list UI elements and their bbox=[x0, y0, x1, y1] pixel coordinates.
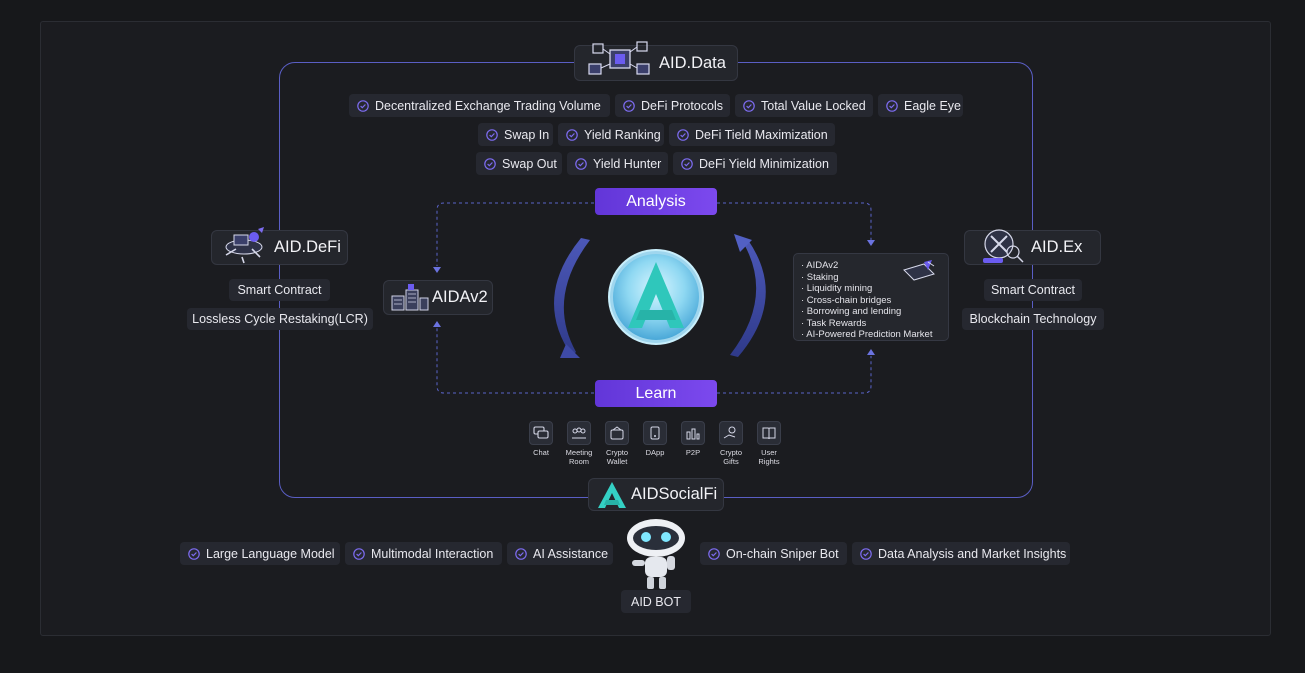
exchange-globe-icon bbox=[983, 229, 1024, 263]
p2p-icon bbox=[686, 428, 700, 440]
wallet-card-icon bbox=[903, 260, 935, 281]
aid-socialfi-label: AIDSocialFi bbox=[631, 485, 718, 503]
data-chip: Eagle Eye bbox=[878, 94, 963, 117]
data-chip: DeFi Tield Maximization bbox=[669, 123, 835, 146]
defi-trader-icon bbox=[225, 227, 264, 264]
bot-chip: Multimodal Interaction bbox=[345, 542, 502, 565]
social-item-crypto-wallet[interactable]: Crypto Wallet bbox=[597, 421, 637, 466]
dapp-icon bbox=[650, 426, 660, 440]
check-circle-icon bbox=[860, 547, 872, 560]
crypto-wallet-icon bbox=[610, 426, 624, 440]
feature-item: · Borrowing and lending bbox=[801, 306, 902, 317]
feature-item: · Liquidity mining bbox=[801, 283, 873, 294]
ex-item: Smart Contract bbox=[984, 279, 1082, 301]
feature-item: · Staking bbox=[801, 271, 839, 283]
check-circle-icon bbox=[484, 157, 496, 170]
aidav2-label: AIDAv2 bbox=[432, 288, 488, 306]
data-chip: Yield Ranking bbox=[558, 123, 664, 146]
aid-defi-node[interactable]: AID.DeFi bbox=[211, 227, 348, 265]
data-chip: Decentralized Exchange Trading Volume bbox=[349, 94, 610, 117]
data-chip: Swap In bbox=[478, 123, 553, 146]
learn-pill[interactable]: Learn bbox=[595, 380, 717, 407]
check-circle-icon bbox=[677, 128, 689, 141]
check-circle-icon bbox=[515, 547, 527, 560]
aid-logo-icon bbox=[598, 482, 626, 508]
data-chip: Total Value Locked bbox=[735, 94, 873, 117]
aid-ex-label: AID.Ex bbox=[1031, 238, 1083, 256]
social-item-user-rights[interactable]: User Rights bbox=[749, 421, 789, 466]
bot-chip: AI Assistance bbox=[507, 542, 613, 565]
aid-data-node[interactable]: AID.Data bbox=[574, 41, 738, 81]
data-chip: Yield Hunter bbox=[567, 152, 668, 175]
check-circle-icon bbox=[566, 128, 578, 141]
aid-ex-node[interactable]: AID.Ex bbox=[964, 229, 1101, 265]
check-circle-icon bbox=[353, 547, 365, 560]
feature-item: · Task Rewards bbox=[801, 317, 867, 329]
aid-data-label: AID.Data bbox=[659, 53, 726, 72]
aidav2-node[interactable]: AIDAv2 bbox=[383, 280, 493, 315]
social-item-chat[interactable]: Chat bbox=[521, 421, 561, 458]
socialfi-features: Chat Meeting Room Crypto Wallet DApp P2P… bbox=[526, 421, 788, 471]
bot-chip: Data Analysis and Market Insights bbox=[852, 542, 1070, 565]
ex-feature-list: · AIDAv2 · Staking · Liquidity mining · … bbox=[793, 253, 949, 341]
check-circle-icon bbox=[743, 99, 755, 112]
aid-bot-label[interactable]: AID BOT bbox=[621, 590, 691, 613]
crypto-gifts-icon bbox=[723, 426, 736, 439]
check-circle-icon bbox=[575, 157, 587, 170]
ex-item: Blockchain Technology bbox=[962, 308, 1104, 330]
aid-defi-label: AID.DeFi bbox=[274, 238, 341, 256]
feature-item: · AI-Powered Prediction Market bbox=[801, 329, 933, 340]
meeting-room-icon bbox=[572, 427, 586, 439]
chat-icon bbox=[533, 426, 549, 439]
check-circle-icon bbox=[188, 547, 200, 560]
social-item-dapp[interactable]: DApp bbox=[635, 421, 675, 458]
analysis-pill[interactable]: Analysis bbox=[595, 188, 717, 215]
server-stack-icon bbox=[391, 284, 429, 311]
user-rights-icon bbox=[762, 427, 776, 440]
check-circle-icon bbox=[708, 547, 720, 560]
check-circle-icon bbox=[681, 157, 693, 170]
data-chip: DeFi Protocols bbox=[615, 94, 730, 117]
check-circle-icon bbox=[623, 99, 635, 112]
defi-item: Smart Contract bbox=[229, 279, 330, 301]
bot-chip: Large Language Model bbox=[180, 542, 340, 565]
blockchain-cubes-icon bbox=[588, 41, 650, 75]
defi-item: Lossless Cycle Restaking(LCR) bbox=[187, 308, 373, 330]
check-circle-icon bbox=[357, 99, 369, 112]
social-item-meeting-room[interactable]: Meeting Room bbox=[559, 421, 599, 466]
check-circle-icon bbox=[486, 128, 498, 141]
social-item-crypto-gifts[interactable]: Crypto Gifts bbox=[711, 421, 751, 466]
feature-item: · AIDAv2 bbox=[801, 260, 839, 271]
feature-item: · Cross-chain bridges bbox=[801, 294, 892, 306]
data-chip: DeFi Yield Minimization bbox=[673, 152, 837, 175]
bot-chip: On-chain Sniper Bot bbox=[700, 542, 847, 565]
social-item-p2p[interactable]: P2P bbox=[673, 421, 713, 458]
check-circle-icon bbox=[886, 99, 898, 112]
data-chip: Swap Out bbox=[476, 152, 562, 175]
aid-socialfi-node[interactable]: AIDSocialFi bbox=[588, 478, 724, 511]
